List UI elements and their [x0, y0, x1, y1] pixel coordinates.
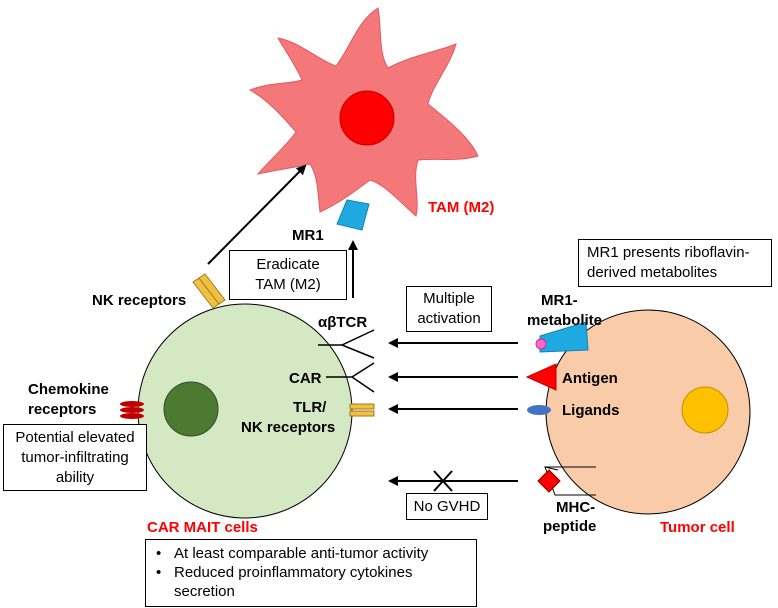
eradicate-tam-box: Eradicate TAM (M2): [229, 250, 347, 300]
mr1-metabolite-label-2: metabolite: [527, 312, 602, 329]
ligands-label: Ligands: [562, 402, 620, 419]
block-x-mark: [433, 470, 453, 492]
antigen-label: Antigen: [562, 370, 618, 387]
bullet-1: •: [156, 545, 162, 562]
mr1-metabolite-label-1: MR1-: [541, 292, 578, 309]
mhc-label-1: MHC-: [556, 499, 595, 516]
ligand-ellipse: [527, 405, 551, 415]
abtcr-label: αβTCR: [318, 314, 367, 331]
no-gvhd-box: No GVHD: [406, 493, 488, 520]
car-label: CAR: [289, 370, 322, 387]
tumor-label: Tumor cell: [660, 519, 735, 536]
mait-nucleus: [163, 381, 219, 437]
tlr-receptor: [349, 403, 375, 417]
car-receptor: [326, 362, 375, 393]
mait-label: CAR MAIT cells: [147, 519, 258, 536]
abtcr-receptor: [318, 329, 375, 359]
tlr-label-2: NK receptors: [241, 419, 335, 436]
chemokine-receptor: [120, 401, 144, 419]
nk-receptors-label: NK receptors: [92, 292, 186, 309]
summary-item-2-line-2: secretion: [174, 583, 235, 600]
infiltrating-box: Potential elevated tumor-infiltrating ab…: [3, 424, 147, 491]
chemokine-label-2: receptors: [28, 401, 96, 418]
bullet-2: •: [156, 564, 162, 581]
summary-item-1: • At least comparable anti-tumor activit…: [154, 544, 468, 563]
mr1-presents-line-2: derived metabolites: [587, 264, 718, 281]
summary-item-2-line-1: Reduced proinflammatory cytokines: [174, 564, 413, 581]
mr1-molecule-tam: [336, 199, 370, 231]
mr1-presents-line-1: MR1 presents riboflavin-: [587, 244, 750, 261]
mr1-presents-box: MR1 presents riboflavin- derived metabol…: [578, 239, 772, 287]
antigen-triangle: [525, 363, 557, 391]
summary-item-2: • Reduced proinflammatory cytokines secr…: [154, 563, 468, 601]
multiple-line-2: activation: [417, 310, 481, 327]
summary-notes-box: • At least comparable anti-tumor activit…: [145, 539, 477, 607]
no-gvhd-text: No GVHD: [413, 498, 481, 515]
nk-receptor-top: [192, 273, 226, 309]
multiple-activation-box: Multiple activation: [406, 286, 492, 332]
eradicate-line-2: TAM (M2): [255, 276, 321, 293]
infiltrating-line-3: ability: [55, 469, 95, 486]
tam-label: TAM (M2): [428, 199, 494, 216]
multiple-line-1: Multiple: [423, 290, 475, 307]
metabolite-dot: [535, 338, 547, 350]
eradicate-line-1: Eradicate: [256, 256, 320, 273]
infiltrating-line-1: Potential elevated: [15, 429, 135, 446]
tlr-label-1: TLR/: [293, 399, 327, 416]
tam-nucleus: [339, 90, 395, 146]
infiltrating-line-2: tumor-infiltrating: [21, 449, 129, 466]
mhc-peptide-molecule: [537, 466, 596, 496]
chemokine-label-1: Chemokine: [28, 381, 109, 398]
mr1-label: MR1: [292, 227, 324, 244]
mhc-label-2: peptide: [543, 518, 596, 535]
tumor-nucleus: [681, 386, 729, 434]
arrow-to-tam: [207, 164, 307, 265]
summary-item-1-text: At least comparable anti-tumor activity: [174, 545, 429, 562]
